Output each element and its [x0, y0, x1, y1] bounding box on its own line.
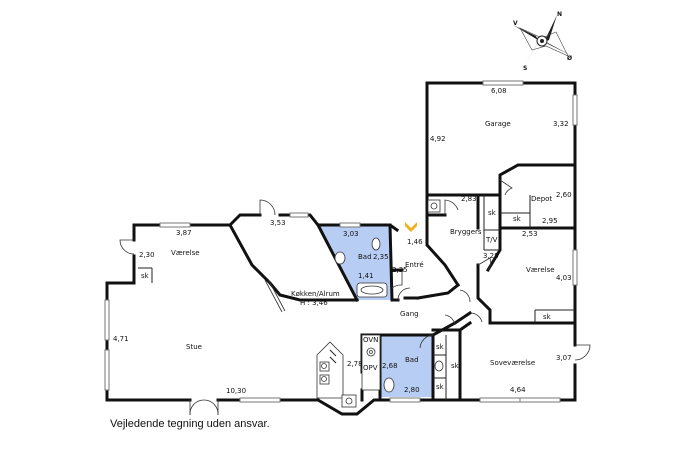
room-stue-width: 10,30 — [226, 387, 246, 395]
room-entre-width: 1,46 — [407, 238, 423, 246]
room-vaerelse-east-name: Værelse — [526, 266, 555, 274]
sk-label-vaerelse-west: sk — [141, 272, 150, 280]
room-vaerelse-west-name: Værelse — [171, 249, 200, 257]
room-vaerelse-east-height: 4,03 — [556, 274, 572, 282]
ovn-label: OVN — [363, 336, 378, 344]
room-entre-name: Entré — [405, 261, 424, 269]
room-sovevaerelse-name: Soveværelse — [490, 359, 535, 367]
partitions — [138, 195, 575, 400]
tv-label: T/V — [485, 236, 498, 244]
room-bad-south-name: Bad — [405, 356, 419, 364]
sk-label-vaerelse-east: sk — [543, 313, 552, 321]
entrance-arrow-icon — [405, 222, 417, 232]
room-depot-height: 2,60 — [556, 191, 572, 199]
room-garage-side: 4,92 — [430, 135, 446, 143]
room-garage-width: 6,08 — [491, 87, 507, 95]
sk-label-bad-south-1: sk — [436, 343, 445, 351]
room-depot-width: 2,95 — [542, 217, 558, 225]
compass-s-label: S — [523, 65, 527, 72]
opv-label: OPV — [363, 364, 378, 372]
sk-label-depot: sk — [513, 215, 522, 223]
room-bad-north-extra1: 1,41 — [358, 272, 374, 280]
room-garage-name: Garage — [485, 120, 511, 128]
sk-label-sovevaerelse: sk — [451, 362, 460, 370]
room-bad-north-height: 2,35 — [373, 253, 389, 261]
room-gang-name: Gang — [400, 310, 419, 318]
compass-v-label: V — [513, 20, 518, 27]
room-sovevaerelse-width: 4,64 — [510, 386, 526, 394]
room-labels: Garage 6,08 3,32 4,92 Depot 2,60 2,95 Br… — [113, 87, 572, 395]
sk-label-bad-south-2: sk — [436, 383, 445, 391]
compass-n-label: N — [557, 11, 562, 18]
sk-label-bryggers: sk — [488, 209, 497, 217]
compass-icon: N V S Ø — [513, 11, 572, 72]
fixtures — [316, 199, 444, 408]
room-depot-name: Depot — [531, 195, 552, 203]
room-kokken-height-label: H : 3,46 — [300, 299, 328, 307]
compass-o-label: Ø — [567, 55, 572, 62]
room-bad-south-width: 2,80 — [404, 386, 420, 394]
room-stue-name: Stue — [186, 343, 202, 351]
room-bad-south-height: 2,68 — [382, 362, 398, 370]
fixture-labels: sk sk sk sk sk sk sk T/V OVN OPV — [141, 209, 552, 391]
room-sovevaerelse-height: 3,07 — [556, 354, 572, 362]
room-bryggers-height: 3,28 — [483, 252, 499, 260]
room-stue-height: 4,71 — [113, 335, 129, 343]
room-bad-north-width: 3,03 — [343, 230, 359, 238]
room-bad-north-extra2: 2,35 — [392, 266, 408, 274]
windows — [104, 80, 578, 403]
room-kokken-name: Køkken/Alrum — [291, 290, 340, 298]
room-vaerelse-west-width: 3,87 — [176, 229, 192, 237]
room-vaerelse-east-width: 2,53 — [522, 230, 538, 238]
disclaimer-caption: Vejledende tegning uden ansvar. — [110, 418, 270, 430]
room-bryggers-name: Bryggers — [450, 228, 482, 236]
room-bryggers-width: 2,83 — [461, 195, 477, 203]
room-garage-height: 3,32 — [553, 120, 569, 128]
kitchen-depth-dimension: 2,78 — [347, 360, 363, 368]
room-kokken-width: 3,53 — [270, 219, 286, 227]
room-bad-north-name: Bad — [358, 253, 372, 261]
room-vaerelse-west-height: 2,30 — [139, 251, 155, 259]
